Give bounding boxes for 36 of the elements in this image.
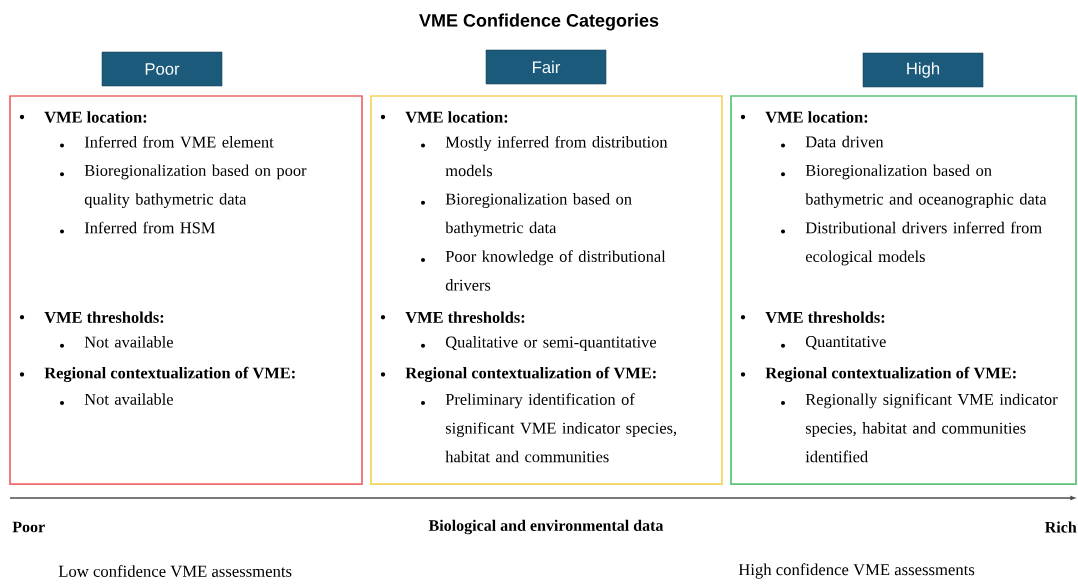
title: VME Confidence Categories [419,13,659,31]
bullet-item: Regionally significant VME indicator species, habitat and communities identified [781,393,1058,463]
bullet-item: Preliminary identification of significant VME indicator species, habitat and communities [421,393,677,463]
bullet-item: Inferred from HSM [60,221,215,234]
category-button: Poor [101,51,223,87]
bullet-item: Bioregionalization based on bathymetric data [421,193,632,237]
bullet-item: Distributional drivers inferred from ecological models [781,221,1042,266]
heading: VME location: [740,111,868,123]
bullet-item: Quantitative [781,336,886,350]
bullet-item: Poor knowledge of distributional drivers [421,250,666,291]
heading: VME location: [380,111,508,123]
note: Low confidence VME assessments [58,565,292,577]
heading: VME thresholds: [19,311,164,323]
category-button: High [862,52,984,88]
axis-label: Poor [12,521,45,533]
bullet-item: Mostly inferred from distribution models [421,135,668,177]
bullet-item: Data driven [781,135,884,148]
bullet-item: Not available [60,336,173,348]
bullet-item: Not available [60,393,173,405]
bullet-item: Qualitative or semi-quantitative [421,336,657,351]
axis-title: Biological and environmental data [428,519,664,535]
heading: Regional contextualization of VME: [740,366,1016,382]
axis-label: Rich [1045,521,1077,533]
heading: Regional contextualization of VME: [19,366,295,382]
category-panel [370,95,723,485]
heading: VME thresholds: [740,311,885,323]
bullet-item: Bioregionalization based on bathymetric and oceanographic data [781,164,1047,209]
category-panel [9,95,363,485]
bullet-item: Inferred from VME element [60,135,274,148]
heading: VME location: [19,111,147,123]
category-button: Fair [485,49,607,85]
note: High confidence VME assessments [738,563,975,579]
heading: VME thresholds: [380,311,525,323]
category-panel [730,95,1077,485]
heading: Regional contextualization of VME: [380,366,656,382]
bullet-item: Bioregionalization based on poor quality bathymetric data [60,164,307,209]
